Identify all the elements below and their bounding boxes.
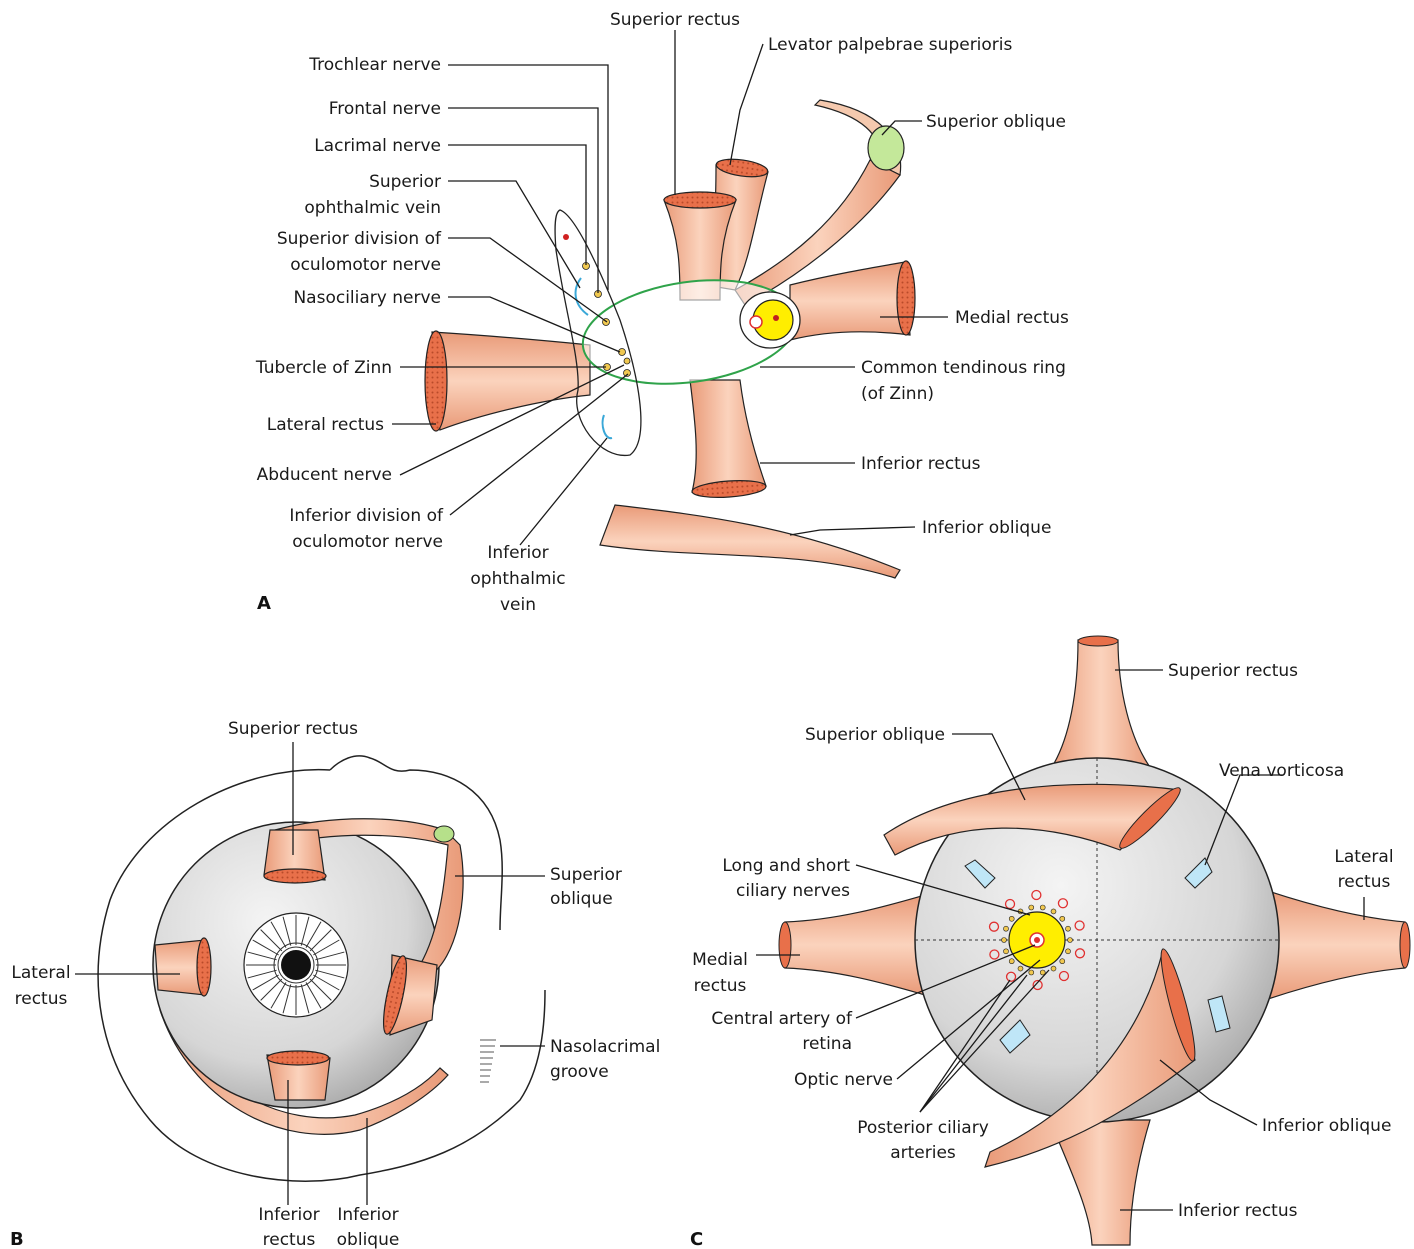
a-label-superior-oblique: Superior oblique (926, 112, 1066, 132)
b-label-lateral-rectus-2: rectus (15, 989, 68, 1009)
b-lateral-rectus-cut (197, 938, 211, 996)
c-superior-rectus-cut (1078, 636, 1118, 646)
b-inferior-rectus-cut (267, 1051, 329, 1065)
a-label-abducent: Abducent nerve (257, 465, 392, 485)
b-superior-rectus-cut (264, 869, 326, 883)
a-label-inf-div-2: oculomotor nerve (292, 532, 443, 552)
c-label-superior-rectus: Superior rectus (1168, 661, 1298, 681)
c-label-central-artery-2: retina (802, 1034, 852, 1054)
a-lateral-rectus-muscle (432, 332, 590, 430)
b-label-superior-rectus: Superior rectus (228, 719, 358, 739)
c-medial-rectus-cut (779, 922, 791, 968)
c-ciliary-nerve-dot (1002, 938, 1007, 943)
a-label-nasociliary: Nasociliary nerve (293, 288, 441, 308)
c-ciliary-nerve-dot (1003, 949, 1008, 954)
c-label-ciliary-nerves-1: Long and short (722, 856, 850, 876)
c-ciliary-nerve-dot (1018, 966, 1023, 971)
c-label-central-artery-1: Central artery of (711, 1009, 853, 1029)
c-superior-rectus-muscle (1050, 640, 1152, 770)
b-label-superior-oblique-2: oblique (550, 889, 613, 909)
c-label-medial-rectus-1: Medial (692, 950, 748, 970)
c-label-medial-rectus-2: rectus (694, 976, 747, 996)
panel-c: Superior rectus Superior oblique Vena vo… (690, 636, 1410, 1249)
a-central-dot (773, 315, 779, 321)
a-inferior-ophthalmic-vein (603, 415, 612, 438)
a-panel-letter: A (257, 593, 271, 614)
a-label-inferior-oblique: Inferior oblique (922, 518, 1051, 538)
b-label-nasolacrimal-1: Nasolacrimal (550, 1037, 660, 1057)
c-ciliary-nerve-dot (1051, 909, 1056, 914)
a-medial-rectus-cut (897, 261, 915, 335)
c-ciliary-nerve-dot (1060, 916, 1065, 921)
a-fissure-red-dot (563, 234, 569, 240)
c-label-vena-vorticosa: Vena vorticosa (1219, 761, 1344, 781)
c-label-posterior-ciliary-1: Posterior ciliary (857, 1118, 989, 1138)
c-central-artery-dot (1034, 937, 1040, 943)
a-inferior-rectus-muscle (690, 380, 766, 492)
c-medial-rectus-muscle (785, 895, 925, 995)
a-label-common-ring-1: Common tendinous ring (861, 358, 1066, 378)
c-panel-letter: C (690, 1229, 703, 1249)
c-label-ciliary-nerves-2: ciliary nerves (736, 881, 850, 901)
a-lateral-rectus-cut (425, 331, 447, 431)
c-ciliary-nerve-dot (1029, 970, 1034, 975)
c-label-lateral-rectus-1: Lateral (1334, 847, 1393, 867)
a-label-trochlear: Trochlear nerve (308, 55, 441, 75)
a-label-lacrimal: Lacrimal nerve (314, 136, 441, 156)
a-nasociliary-dot (624, 358, 630, 364)
a-ophthalmic-artery (750, 316, 762, 328)
b-superior-oblique-trochlea (434, 826, 454, 842)
a-medial-rectus-muscle (790, 262, 910, 340)
a-label-inf-ophth-1: Inferior (487, 543, 548, 563)
c-lateral-rectus-muscle (1265, 890, 1405, 1000)
a-label-inf-div-1: Inferior division of (289, 506, 444, 526)
b-label-lateral-rectus-1: Lateral (11, 963, 70, 983)
b-nasolacrimal-groove (480, 1040, 496, 1082)
c-lateral-rectus-cut (1400, 922, 1410, 968)
b-label-inferior-oblique-2: oblique (337, 1230, 400, 1249)
a-label-lateral-rectus: Lateral rectus (267, 415, 384, 435)
c-ciliary-nerve-dot (1003, 926, 1008, 931)
b-label-inferior-rectus-1: Inferior (258, 1205, 319, 1225)
b-label-nasolacrimal-2: groove (550, 1062, 609, 1082)
a-label-frontal: Frontal nerve (329, 99, 441, 119)
a-label-inferior-rectus: Inferior rectus (861, 454, 981, 474)
c-ciliary-nerve-dot (1068, 938, 1073, 943)
c-label-optic-nerve: Optic nerve (794, 1070, 893, 1090)
panel-b: Superior rectus Superior oblique Lateral… (10, 719, 660, 1249)
c-ciliary-nerve-dot (1060, 959, 1065, 964)
c-ciliary-nerve-dot (1029, 905, 1034, 910)
a-label-common-ring-2: (of Zinn) (861, 384, 934, 404)
a-label-levator: Levator palpebrae superioris (768, 35, 1013, 55)
a-label-sup-div-1: Superior division of (277, 229, 442, 249)
a-superior-oblique-trochlea (868, 126, 904, 170)
b-panel-letter: B (10, 1229, 24, 1249)
c-ciliary-nerve-dot (1066, 926, 1071, 931)
c-ciliary-nerve-dot (1009, 959, 1014, 964)
a-label-inf-ophth-2: ophthalmic (470, 569, 565, 589)
c-label-inferior-oblique: Inferior oblique (1262, 1116, 1391, 1136)
b-label-inferior-rectus-2: rectus (263, 1230, 316, 1249)
a-inferior-oblique-muscle (600, 505, 900, 578)
a-label-sup-ophth-vein-2: ophthalmic vein (304, 198, 441, 218)
a-label-sup-div-2: oculomotor nerve (290, 255, 441, 275)
a-label-medial-rectus: Medial rectus (955, 308, 1069, 328)
c-label-superior-oblique: Superior oblique (805, 725, 945, 745)
c-ciliary-nerve-dot (1009, 916, 1014, 921)
b-label-superior-oblique-1: Superior (550, 865, 622, 885)
b-label-inferior-oblique-1: Inferior (337, 1205, 398, 1225)
a-label-superior-rectus: Superior rectus (610, 10, 740, 30)
a-label-inf-ophth-3: vein (500, 595, 536, 615)
c-ciliary-nerve-dot (1066, 949, 1071, 954)
c-ciliary-nerve-dot (1040, 905, 1045, 910)
panel-a: Superior rectus Levator palpebrae superi… (255, 10, 1069, 615)
c-label-inferior-rectus: Inferior rectus (1178, 1201, 1298, 1221)
c-label-lateral-rectus-2: rectus (1338, 872, 1391, 892)
c-ciliary-nerve-dot (1051, 966, 1056, 971)
b-pupil (281, 950, 311, 980)
c-label-posterior-ciliary-2: arteries (890, 1143, 956, 1163)
a-label-sup-ophth-vein-1: Superior (369, 172, 441, 192)
a-label-tubercle: Tubercle of Zinn (255, 358, 392, 378)
